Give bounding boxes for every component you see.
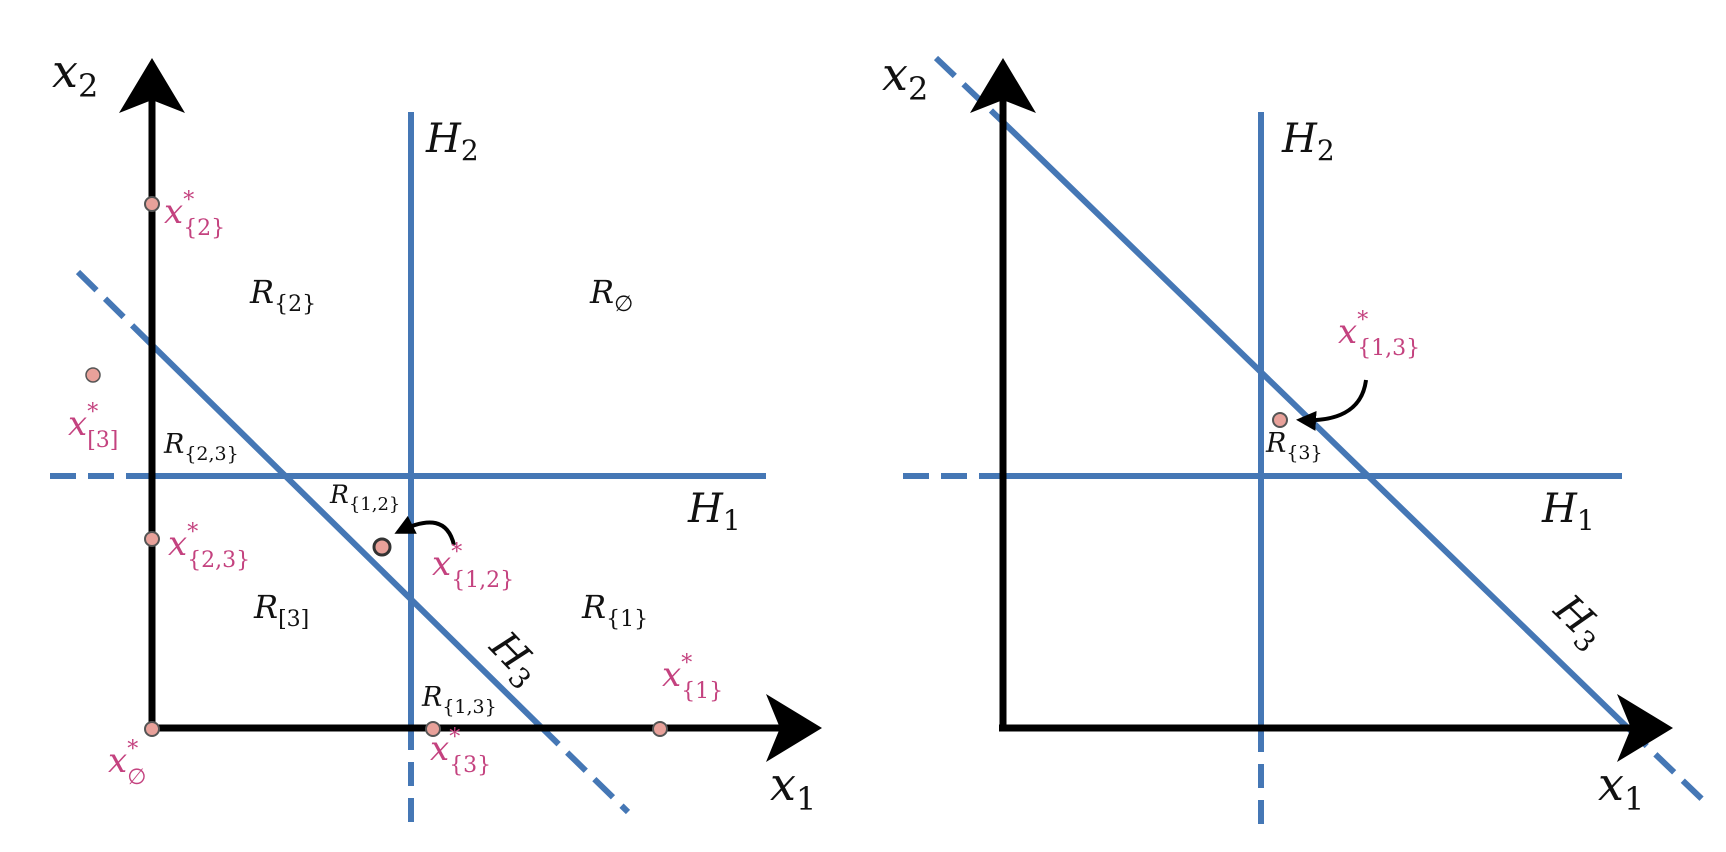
point-x-2-3 bbox=[144, 531, 160, 547]
point-x-1-3 bbox=[1272, 412, 1288, 428]
hyperplane-h3-line bbox=[75, 269, 631, 815]
axis-label-x2-left: x2 bbox=[52, 44, 98, 105]
point-label-x-2-3: x*{2,3} bbox=[168, 520, 250, 573]
x1-axis-arrowhead bbox=[766, 694, 822, 762]
point-label-x-3: x*{3} bbox=[430, 725, 491, 778]
hyperplane-label-h2-left: H2 bbox=[425, 116, 479, 167]
point-label-x-1-2: x*{1,2} bbox=[432, 540, 514, 593]
region-label-r-1-3: R{1,3} bbox=[421, 682, 497, 718]
region-label-r-3: R{3} bbox=[1265, 428, 1323, 464]
point-label-x-3-all: x*[3] bbox=[68, 400, 118, 453]
region-label-r-2-3: R{2,3} bbox=[163, 429, 239, 465]
x2-axis-arrowhead-right bbox=[970, 58, 1036, 113]
region-label-r-2: R{2} bbox=[249, 273, 316, 317]
point-label-x-1: x*{1} bbox=[662, 651, 723, 704]
region-label-r-empty: R∅ bbox=[589, 273, 633, 317]
point-x-3 bbox=[425, 721, 441, 737]
point-x-empty bbox=[144, 721, 160, 737]
hyperplane-label-h3-right: H3 bbox=[1541, 585, 1615, 659]
hyperplane-label-h2-right: H2 bbox=[1281, 116, 1335, 167]
curved-arrow-left bbox=[394, 515, 456, 546]
x1-axis-arrowhead-right bbox=[1617, 694, 1673, 762]
point-x-1 bbox=[652, 721, 668, 737]
axis-label-x1-left: x1 bbox=[770, 757, 816, 818]
point-label-x-2: x*{2} bbox=[164, 188, 225, 241]
left-panel: x2 x1 H2 H1 H3 R{2} R∅ R{2,3} R{1,2} R[3… bbox=[50, 44, 822, 824]
point-x-3-all bbox=[85, 367, 101, 383]
point-x-2 bbox=[144, 196, 160, 212]
curved-arrow-right bbox=[1296, 379, 1368, 431]
region-label-r-3-all: R[3] bbox=[253, 588, 309, 632]
hyperplane-label-h1-right: H1 bbox=[1541, 486, 1595, 537]
axis-label-x2-right: x2 bbox=[882, 47, 928, 108]
hyperplane-h3-line-right bbox=[933, 55, 1708, 805]
point-label-x-empty: x*∅ bbox=[108, 737, 146, 790]
point-x-1-2 bbox=[372, 537, 392, 557]
axis-label-x1-right: x1 bbox=[1598, 757, 1644, 818]
hyperplane-label-h1-left: H1 bbox=[687, 486, 741, 537]
point-label-x-1-3: x*{1,3} bbox=[1338, 308, 1420, 361]
region-label-r-1-2: R{1,2} bbox=[329, 480, 400, 515]
hyperplane-label-h3-left: H3 bbox=[477, 622, 551, 696]
right-panel: x2 x1 H2 H1 H3 R{3} x*{1,3} bbox=[882, 47, 1708, 824]
region-label-r-1: R{1} bbox=[581, 588, 648, 632]
x2-axis-arrowhead bbox=[119, 58, 185, 113]
